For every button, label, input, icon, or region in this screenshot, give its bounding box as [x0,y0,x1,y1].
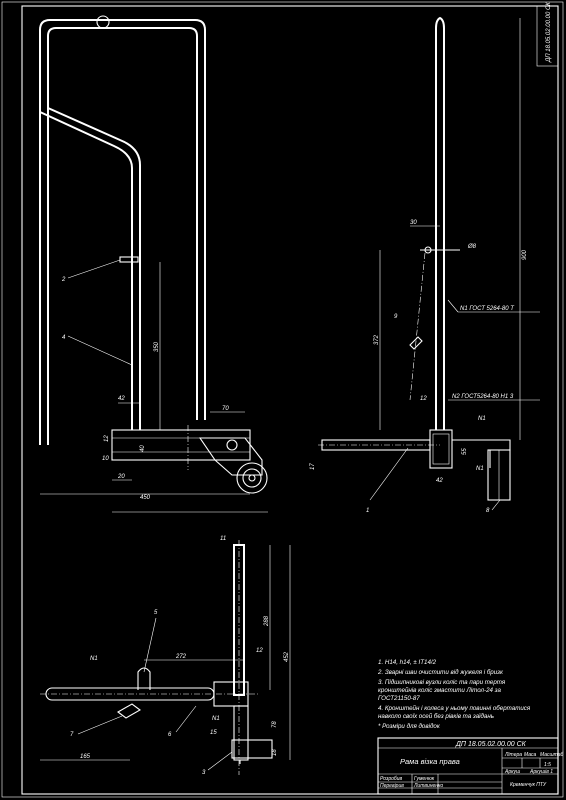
tb-sheet: Аркуш [504,769,521,775]
front-tube [435,16,445,430]
bracket-pivot [226,439,238,451]
dim-350: 350 [154,341,160,352]
tb-mass: Маса [524,752,537,758]
tb-check-name: Литвиненко [413,783,443,789]
inner-frame [21,5,559,795]
label-1: 1 [366,508,369,514]
view-side: 350 42 12 40 10 20 450 70 2 4 [39,15,268,513]
part-7 [117,703,141,719]
note-3c: ГОСТ21150-87 [378,695,420,702]
dim-12b: 12 [420,396,427,402]
weld-n1-d: N1 [212,716,220,722]
tb-scale-label: Масштаб [540,752,564,758]
tb-scale: 1:5 [544,762,551,768]
label-3: 3 [202,770,206,776]
handle-knob [96,15,110,29]
wheel-bracket [198,437,263,476]
label-6: 6 [168,732,172,738]
label-5: 5 [154,610,158,616]
dim-450: 450 [140,495,151,501]
dim-372: 372 [374,334,380,345]
dim-70: 70 [222,406,229,412]
dim-d8: Ø8 [467,244,477,250]
wheel [236,462,268,494]
note-3b: кронштейнів коліс змастити Літол-24 за [378,687,501,694]
tb-role-dev: Розробив [380,776,402,782]
weld-n1-b: N1 [476,466,484,472]
dim-900: 900 [522,249,528,260]
dim-55: 55 [462,448,468,455]
note-4b: навколо своїх осей без рівків та заїдань [378,713,494,720]
dim-15: 15 [210,730,217,736]
base-plate [111,429,251,461]
tb-role-check: Перевірив [380,783,404,789]
dim-18: 18 [272,749,278,756]
label-4: 4 [62,335,66,341]
dim-17: 17 [310,463,316,470]
top-wheel-assembly [231,739,273,759]
note-1: 1. H14, h14, ± IT14/2 [378,659,437,666]
weld-n1-a: N1 [478,416,486,422]
weld-note-2: N2 ГОСТ5264-80 Н1 3 [452,394,514,400]
title-designation: ДП 18.05.02.00.00 СК [455,741,527,748]
dim-11: 11 [220,536,226,542]
stamp-box [536,5,559,67]
note-4: 4. Кронштейн і колеса у ньому повинні об… [378,705,531,712]
tb-dev-name: Гуменюк [414,776,435,782]
latch-part-5 [137,667,151,690]
dim-40: 40 [140,445,146,452]
label-9: 9 [394,314,398,320]
weld-n1-c: N1 [90,656,98,662]
dim-272: 272 [175,654,187,660]
view-front: 900 372 30 Ø8 12 42 55 17 N1 ГОСТ 5264-8… [310,16,540,514]
tb-sheets: Аркушів 1 [529,769,553,775]
dim-30: 30 [410,220,417,226]
dim-42b: 42 [436,478,443,484]
label-8: 8 [486,508,490,514]
dim-452: 452 [284,651,290,662]
top-housing [213,681,249,707]
label-2: 2 [61,277,66,283]
handle-outer [39,19,206,445]
dim-12a: 12 [104,435,110,442]
dim-42: 42 [118,396,125,402]
technical-notes: 1. H14, h14, ± IT14/2 2. Зварні шви очис… [377,659,531,730]
note-2: 2. Зварні шви очистити від жужеля і бриз… [377,669,504,676]
tb-org: Кременчук ПТУ [510,782,547,788]
dim-165: 165 [80,754,91,760]
weld-note-1: N1 ГОСТ 5264-80 Т [460,306,515,312]
dim-20: 20 [117,474,125,480]
note-3: 3. Підшипникові вузли коліс та пари терт… [378,679,506,686]
view-top: 288 452 272 12 11 78 18 15 165 5 N1 7 6 … [40,536,291,776]
front-bracket [452,439,511,468]
dim-288: 288 [264,615,270,627]
frame-bend-inner [39,111,133,430]
handle-inner [47,27,198,445]
hub-housing [429,429,453,469]
label-7: 7 [70,732,74,738]
clip-part-2 [119,256,139,263]
stamp-text: ДП 18.05.02.00.00 СК [546,2,552,63]
frame-bend-outer [47,107,141,430]
dim-12c: 12 [256,648,263,654]
dim-78: 78 [272,721,278,728]
chain-part-9 [409,336,423,350]
title-name: Рама візка права [400,757,460,766]
note-5: * Розміри для довідок [378,723,441,730]
title-block: ДП 18.05.02.00.00 СК Рама візка права Лі… [377,737,564,795]
tb-lit: Літера [504,752,522,758]
dim-10: 10 [102,456,109,462]
